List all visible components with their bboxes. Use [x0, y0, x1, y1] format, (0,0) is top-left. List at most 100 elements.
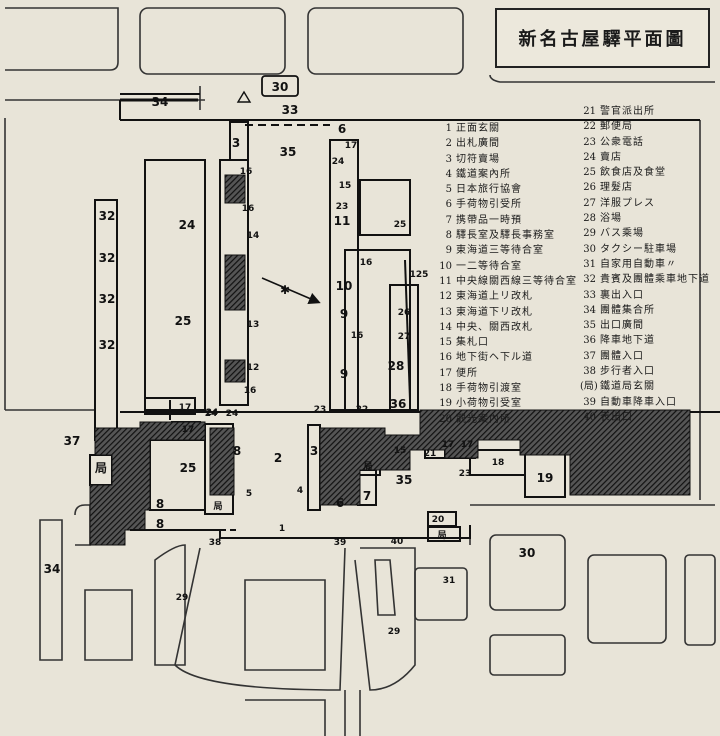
map-label: 20 [432, 515, 445, 525]
map-label: 1 [279, 524, 285, 534]
map-label: 25 [180, 461, 197, 475]
legend-label: 理髮店 [600, 182, 633, 194]
map-title: 新名古屋驛平面圖 [518, 29, 687, 50]
legend-item: 21 警官派出所 [580, 104, 715, 119]
map-label: 16 [242, 204, 255, 214]
legend-label: 洋服プレス [600, 197, 655, 209]
legend-number: 24 [583, 151, 596, 163]
map-label: 34 [152, 95, 169, 109]
map-label: 23 [336, 202, 349, 212]
legend-label: 觀光案內所 [456, 413, 511, 425]
legend-number: 23 [583, 136, 596, 148]
legend-number: 7 [445, 214, 452, 226]
map-label: 22 [356, 405, 369, 415]
map-label: 40 [391, 537, 404, 547]
legend-label: 鐵道局玄關 [600, 381, 655, 393]
legend-label: タクシー駐車場 [600, 243, 677, 255]
map-label: 33 [282, 103, 299, 117]
legend-label: 警官派出所 [600, 106, 655, 117]
map-label: 局 [213, 501, 222, 512]
map-label: 13 [247, 320, 260, 330]
legend-label: 飲食店及食堂 [600, 167, 666, 179]
legend-number: 34 [583, 304, 596, 316]
map-label: 24 [179, 218, 196, 232]
map-label: 32 [99, 338, 116, 352]
map-label: 35 [396, 473, 413, 487]
map-label: 4 [297, 486, 303, 496]
legend-label: 携帶品一時預 [456, 214, 522, 226]
triangle-marker [236, 90, 252, 103]
map-label: 8 [233, 444, 241, 458]
map-label: 18 [492, 458, 505, 468]
map-label: 5 [246, 489, 252, 499]
map-label: 15 [394, 446, 407, 456]
legend-number: 25 [583, 167, 596, 179]
legend-number: 14 [439, 321, 452, 333]
legend-number: 17 [439, 367, 452, 379]
legend-label: 驛長室及驛長事務室 [456, 230, 555, 242]
map-label: 38 [209, 538, 222, 548]
legend-label: 郵便局 [600, 121, 633, 133]
legend-label: 東海道下リ改札 [456, 306, 533, 318]
map-label: 23 [314, 405, 327, 415]
hatched-offices [89, 174, 691, 546]
map-label: 24 [206, 408, 219, 418]
legend-label: 貴賓及團體乘車地下道 [600, 274, 710, 286]
legend-number: 6 [445, 199, 452, 211]
legend-label: 切符賣場 [456, 153, 500, 165]
legend-label: 自家用自動車〃 [600, 258, 677, 270]
legend-label: 出口廣間 [600, 320, 644, 332]
map-label: 3 [310, 444, 318, 458]
map-label: 32 [99, 251, 116, 265]
legend-number: 32 [583, 274, 596, 286]
road-lines [120, 98, 471, 539]
legend-item: 25 飲食店及食堂 [580, 165, 715, 180]
legend-label: 浴場 [600, 213, 622, 225]
legend-number: 40 [583, 411, 596, 423]
map-label: 14 [247, 231, 260, 241]
legend-label: 手荷物引受所 [456, 199, 522, 211]
map-label: 11 [334, 214, 351, 228]
legend-label: 一二等待合室 [456, 260, 522, 272]
legend-label: 正面玄關 [456, 123, 500, 134]
legend-item: 7 携帶品一時預 [436, 213, 578, 228]
legend-number: 21 [583, 106, 596, 117]
legend-number: 18 [439, 383, 452, 395]
legend-label: 小荷物引受室 [456, 398, 522, 410]
map-label: 36 [390, 397, 407, 411]
legend-number: 10 [439, 260, 452, 272]
parking-sign [261, 75, 299, 97]
map-label: 34 [44, 562, 61, 576]
map-label: 24 [226, 409, 239, 419]
legend-number: 9 [445, 245, 452, 257]
legend-number: 1 [445, 123, 452, 134]
legend-label: 手荷物引渡室 [456, 383, 522, 395]
legend-item: 10 一二等待合室 [436, 259, 578, 274]
legend-label: 中央線關西線三等待合室 [456, 275, 577, 287]
legend-number: 2 [445, 138, 452, 150]
map-label: 17 [345, 141, 358, 151]
title-box: 新名古屋驛平面圖 [495, 8, 710, 68]
map-label: 15 [339, 181, 352, 191]
map-label: 2 [274, 451, 282, 465]
map-label: 局 [437, 530, 446, 541]
legend-number: 12 [439, 291, 452, 303]
map-label: 10 [336, 279, 353, 293]
legend-item: 32 貴賓及團體乘車地下道 [580, 272, 715, 287]
